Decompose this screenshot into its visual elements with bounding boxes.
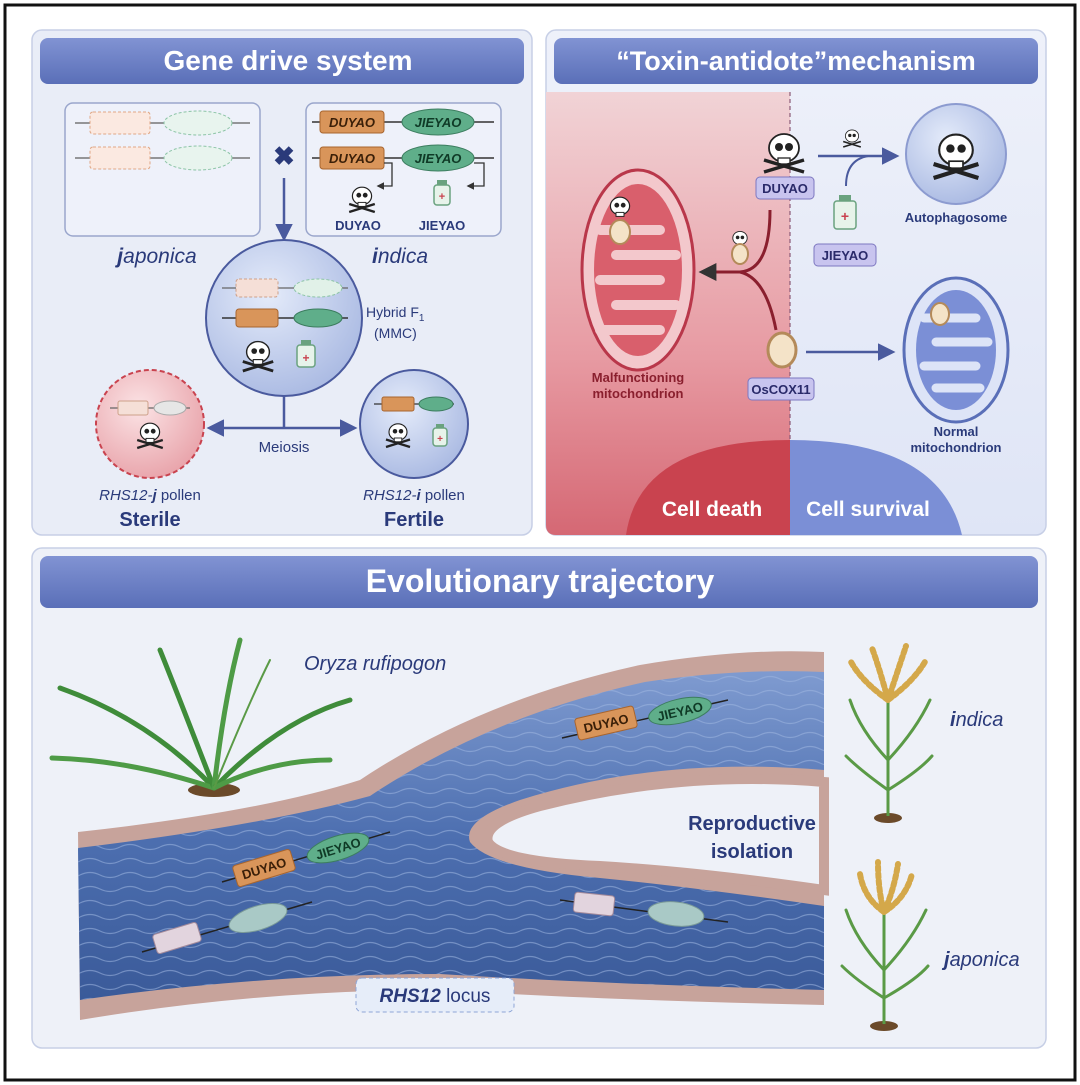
skull-icon (136, 422, 164, 450)
meiosis-label: Meiosis (259, 439, 310, 456)
indica-rice-plant (844, 643, 934, 823)
wild-rice-plant (49, 637, 353, 797)
oscox11-path (739, 270, 778, 331)
autophagosome (905, 103, 1007, 205)
antidote-bottle-icon: + (833, 195, 857, 230)
locus-box (355, 977, 515, 1013)
autophagosome-label: Autophagosome (905, 210, 1008, 225)
malfunctioning-label-1: Malfunctioning (592, 370, 684, 385)
inactive-toxin-gene (89, 111, 151, 135)
malfunctioning-mitochondrion (580, 168, 696, 372)
toxin-gene-box (319, 110, 385, 134)
cell-survival-label: Cell survival (806, 498, 930, 521)
svg-text:+: + (302, 351, 309, 365)
toxin-gene-label: DUYAO (329, 115, 375, 130)
oscox11-protein (731, 243, 749, 265)
sterile-pollen-bubble (95, 369, 205, 479)
japonica-branch-genes (559, 891, 729, 927)
river-island (482, 774, 829, 896)
toxin-gene-label-2: DUYAO (329, 151, 375, 166)
indica-parent-label: indica (372, 245, 428, 268)
gene-drive-panel: Gene drive system ✖ DUYAO JIEYAO DUYAO J (31, 29, 533, 536)
duyao-protein-label: DUYAO (762, 181, 808, 196)
hybrid-f1-bubble: + (205, 239, 363, 397)
oscox11-protein (766, 331, 798, 369)
fertile-pollen-bubble: + (359, 369, 469, 479)
skull-icon (385, 423, 411, 449)
cell-death-label: Cell death (662, 498, 762, 521)
skull-icon (763, 133, 805, 174)
evolution-title-bar (40, 556, 1038, 608)
antidote-bottle-icon: + (433, 180, 451, 206)
skull-icon (242, 340, 274, 373)
svg-text:+: + (437, 434, 443, 445)
antidote-gene-label-2: JIEYAO (415, 151, 462, 166)
toxin-antidote-panel: “Toxin-antidote”mechanism Cell death Cel… (545, 29, 1047, 536)
normal-label-1: Normal (934, 424, 979, 439)
oscox11-label: OsCOX11 (751, 382, 810, 397)
jieyao-caption: JIEYAO (419, 218, 466, 233)
japonica-parent-label: japonica (114, 245, 196, 268)
toxin-title-bar (554, 38, 1038, 84)
evolution-title: Evolutionary trajectory (366, 563, 715, 599)
indica-branch-genes: DUYAO JIEYAO (561, 696, 729, 741)
skull-icon (348, 186, 376, 214)
skull-icon (932, 133, 980, 181)
evolution-panel: Evolutionary trajectory DUYAO JIEYAO DUY… (31, 547, 1047, 1049)
skull-icon (732, 230, 748, 246)
skull-icon (842, 129, 862, 148)
sterile-label: Sterile (119, 509, 180, 531)
duyao-protein-box (755, 176, 815, 200)
locus-label: RHS12 locus (380, 986, 491, 1007)
jieyao-join-line (845, 155, 869, 187)
duyao-path (739, 209, 772, 274)
japonica-parent-box (64, 102, 261, 237)
cell-death-dome (626, 440, 790, 535)
indica-parent-box: DUYAO JIEYAO DUYAO JIEYAO + DUYAO J (305, 102, 502, 237)
oscox11-protein (930, 302, 950, 326)
normal-mitochondrion (902, 276, 1010, 424)
cross-icon: ✖ (273, 141, 295, 171)
jieyao-protein-label: JIEYAO (822, 248, 869, 263)
japonica-rice-plant (840, 859, 930, 1031)
rhs12-j-pollen-label: RHS12-j pollen (99, 487, 201, 504)
malfunctioning-label-2: mitochondrion (593, 386, 684, 401)
gene-drive-title-bar (40, 38, 524, 84)
japonica-label: japonica (941, 949, 1020, 971)
duyao-caption: DUYAO (335, 218, 381, 233)
rhs12-i-pollen-label: RHS12-i pollen (363, 487, 465, 504)
antidote-gene-box (401, 108, 475, 136)
cell-survival-dome (790, 440, 962, 535)
normal-label-2: mitochondrion (911, 440, 1002, 455)
oscox11-box (747, 377, 815, 401)
fertile-label: Fertile (384, 509, 444, 531)
oryza-label: Oryza rufipogon (304, 653, 446, 675)
antidote-gene-label: JIEYAO (415, 115, 462, 130)
indica-label: indica (950, 709, 1003, 731)
toxin-title: “Toxin-antidote”mechanism (616, 46, 976, 76)
gene-drive-title: Gene drive system (163, 45, 412, 76)
japonica-lower-genes (141, 901, 313, 955)
hybrid-label: Hybrid F1 (366, 304, 425, 324)
mmc-label: (MMC) (374, 325, 417, 341)
reproductive-label: Reproductive (688, 813, 816, 835)
inactive-antidote-gene (163, 110, 233, 136)
isolation-label: isolation (711, 841, 793, 863)
skull-icon (609, 196, 631, 217)
antidote-bottle-icon: + (432, 424, 448, 447)
oscox11-protein (609, 219, 631, 245)
svg-text:+: + (841, 208, 849, 224)
jieyao-protein-box (813, 243, 877, 267)
svg-text:+: + (439, 191, 445, 203)
antidote-bottle-icon: + (296, 340, 316, 368)
